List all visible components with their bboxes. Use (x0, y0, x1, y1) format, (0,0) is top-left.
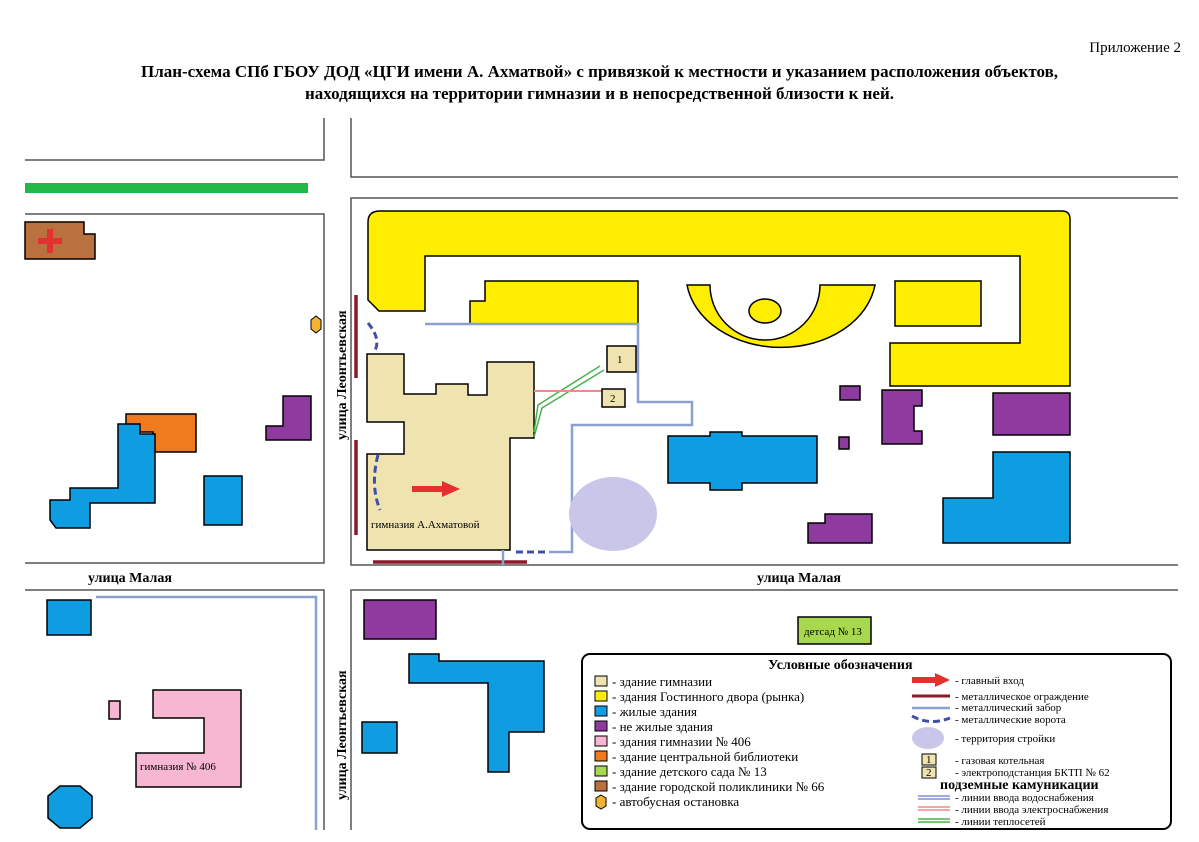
legend-label-boiler: - газовая котельная (955, 755, 1045, 767)
street-label-malaya-left: улица Малая (88, 571, 172, 586)
market-building-arc (686, 284, 876, 349)
block-outlines (25, 118, 1178, 830)
appendix-label: Приложение 2 (1089, 40, 1181, 56)
page-title-line-2: находящихся на территории гимназии и в н… (304, 84, 895, 103)
kindergarten-label: детсад № 13 (804, 626, 862, 638)
residential-building-bottom-left-2 (47, 785, 93, 829)
legend-swatch-market (594, 690, 608, 702)
legend-label-power: - линии ввода электроснабжения (955, 804, 1108, 816)
legend-label-entrance: - главный вход (955, 675, 1024, 687)
gas-boiler-number: 1 (617, 354, 623, 366)
legend-construction-swatch (912, 727, 944, 749)
market-building-round (748, 298, 782, 324)
residential-building-center (667, 431, 818, 491)
metal-fence (354, 295, 527, 564)
legend-label-bus-stop: - автобусная остановка (612, 794, 739, 809)
market-building-small (894, 280, 982, 327)
legend-label-library: - здание центральной библиотеки (612, 749, 798, 764)
clinic-building (24, 221, 96, 260)
legend-label-heat: - линии теплосетей (955, 816, 1046, 828)
gas-boiler-house: 1 (606, 345, 637, 373)
legend-label-kindergarten: - здание детского сада № 13 (612, 764, 767, 779)
legend-label-wire-fence: - металлический забор (955, 702, 1062, 714)
legend-swatch-nonresidential (594, 720, 608, 732)
page-title-line-1: План-схема СПб ГБОУ ДОД «ЦГИ имени А. Ах… (140, 62, 1059, 81)
legend-swatch-gymnasium (594, 675, 608, 687)
legend-label-gymnasium: - здание гимназии (612, 674, 712, 689)
legend-label-nonresidential: - не жилые здания (612, 719, 713, 734)
legend-swatch-kindergarten (594, 765, 608, 777)
legend-label-substation: - электроподстанция БКТП № 62 (955, 767, 1110, 779)
nonresidential-building-left (265, 395, 312, 441)
residential-building-bottom-left-1 (46, 599, 92, 636)
gym406-small-building (108, 700, 121, 720)
legend-power-line (918, 806, 950, 811)
kindergarten-building: детсад № 13 (797, 616, 872, 645)
legend-label-water: - линии ввода водоснабжения (955, 792, 1094, 804)
legend-entrance-arrow (912, 673, 950, 687)
legend-swatch-clinic (594, 780, 608, 792)
market-buildings (367, 210, 1071, 387)
substation-number: 2 (610, 393, 616, 405)
residential-building-right (942, 451, 1071, 544)
market-building-main (367, 210, 1071, 387)
legend-swatch-residential (594, 705, 608, 717)
block-top-left (25, 118, 325, 161)
metal-wire-fence (96, 322, 694, 830)
block-left-middle (25, 213, 325, 564)
legend-boiler-swatch (921, 753, 937, 766)
green-strip (25, 183, 308, 193)
gymnasium-406-building (135, 689, 242, 788)
residential-building-bottom-right (408, 653, 545, 773)
legend-label-market: - здания Гостинного двора (рынка) (612, 689, 804, 704)
legend-label-gates: - металлические ворота (955, 714, 1066, 726)
block-top-right (350, 118, 1178, 178)
residential-building-left-1 (49, 423, 156, 529)
residential-building-left-2 (203, 475, 243, 526)
legend-label-clinic: - здание городской поликлиники № 66 (612, 779, 825, 794)
legend-title: Условные обозначения (768, 658, 913, 673)
residential-building-bottom-small (361, 721, 398, 754)
street-label-malaya-right: улица Малая (757, 571, 841, 586)
legend-label-construction: - территория стройки (955, 733, 1055, 745)
nonresidential-buildings-right (807, 385, 1071, 544)
legend-label-fence: - металлическое ограждение (955, 691, 1089, 703)
block-bottom-right (350, 589, 1178, 830)
gymnasium-406-label: гимназия № 406 (140, 761, 216, 773)
street-label-leontyevskaya-top: улица Леонтьевская (335, 310, 350, 440)
legend-underground-title: подземные камуникации (940, 778, 1099, 793)
legend-heat-line (918, 818, 950, 823)
construction-site (569, 477, 657, 551)
legend-label-gym406: - здания гимназии № 406 (612, 734, 751, 749)
substation-bktp: 2 (601, 388, 626, 408)
legend-boiler-code: 1 (926, 754, 932, 766)
legend-water-line (918, 795, 950, 800)
main-entrance-arrow (412, 481, 460, 497)
legend-swatch-library (594, 750, 608, 762)
gymnasium-building[interactable] (366, 353, 535, 551)
gymnasium-label: гимназия А.Ахматовой (371, 519, 480, 531)
legend-label-residential: - жилые здания (612, 704, 697, 719)
block-bottom-left (25, 589, 325, 830)
market-building-row (469, 280, 639, 325)
block-main-site (350, 197, 1178, 566)
nonresidential-building-bottom (363, 599, 437, 640)
heat-network-lines (533, 365, 605, 438)
legend-substation-code: 2 (926, 767, 932, 779)
metal-gates (366, 322, 548, 554)
legend-substation-swatch (921, 766, 937, 779)
street-label-leontyevskaya-bottom: улица Леонтьевская (335, 670, 350, 800)
bus-stop-icon[interactable] (310, 315, 322, 334)
legend-swatch-bus-stop (595, 794, 607, 810)
legend: Условные обозначения - здание гимназии -… (581, 653, 1172, 830)
legend-swatch-gym406 (594, 735, 608, 747)
legend-gate-line (911, 714, 951, 723)
